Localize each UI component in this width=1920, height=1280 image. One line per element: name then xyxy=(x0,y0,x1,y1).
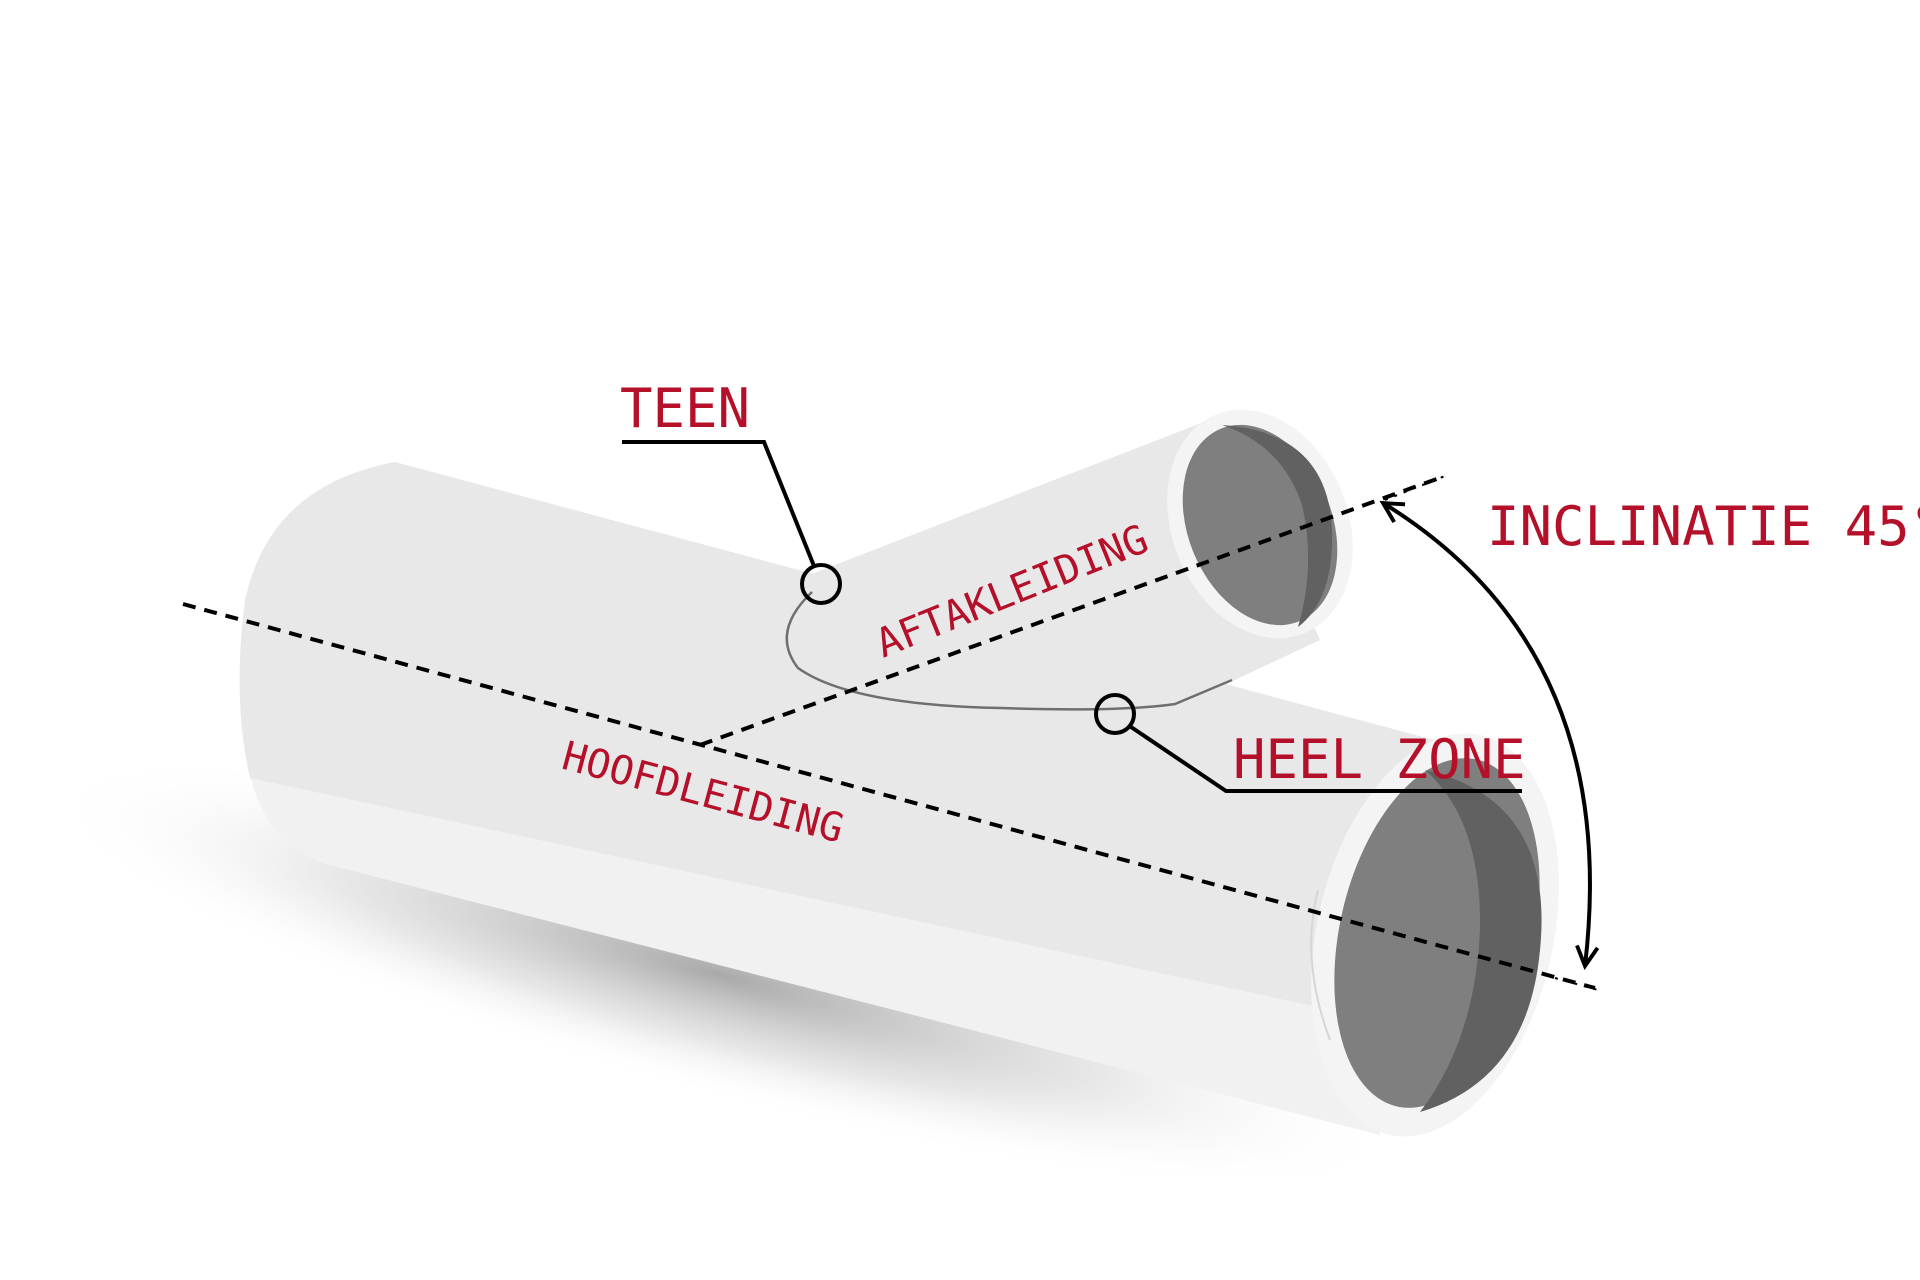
teen-marker-circle xyxy=(800,563,842,605)
main-pipe-body xyxy=(239,462,1443,1013)
branch-pipe-inner-shade xyxy=(1222,425,1333,627)
main-centerline-extension xyxy=(1554,977,1599,991)
main-pipe-edge-line xyxy=(1310,889,1331,1041)
inclination-angle-arc xyxy=(1383,503,1590,966)
branch-centerline-extension xyxy=(1384,475,1446,501)
branch-pipe xyxy=(781,409,1353,711)
main-pipe-lower-band xyxy=(250,775,1380,1135)
heel-zone-leader-line xyxy=(1129,725,1522,793)
branch-pipe-centerline xyxy=(699,474,1446,747)
heel-zone-marker-circle xyxy=(1094,693,1136,735)
branch-weld-seam xyxy=(785,591,1233,711)
heel-zone-label: HEEL ZONE xyxy=(1233,728,1526,791)
main-pipe-centerline xyxy=(182,602,1596,990)
teen-leader-line xyxy=(622,440,816,567)
inclination-label: INCLINATIE 45° xyxy=(1487,495,1920,558)
teen-label: TEEN xyxy=(620,377,750,440)
